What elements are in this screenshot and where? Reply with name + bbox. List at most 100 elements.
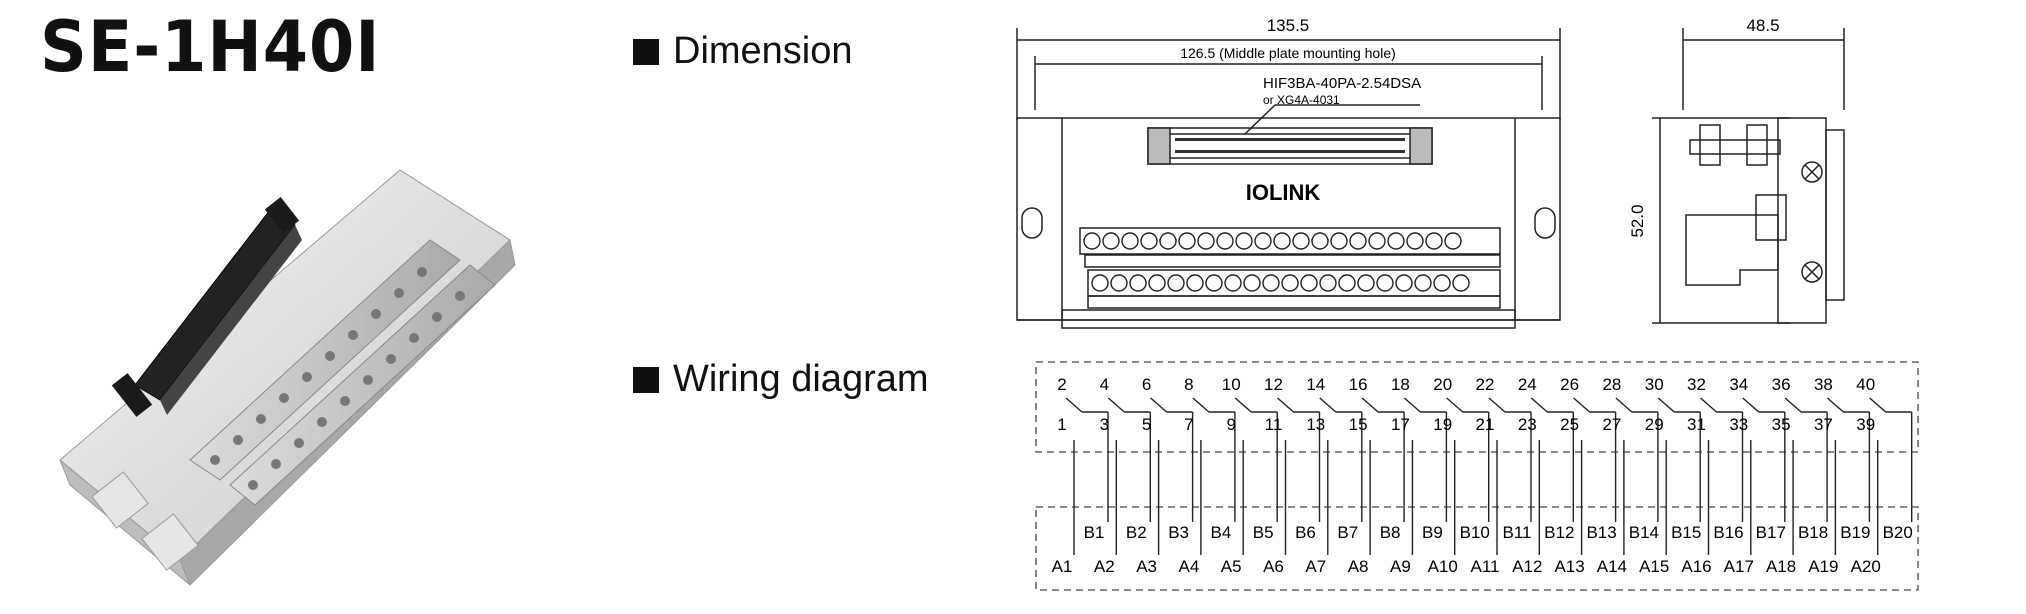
product-title: SE-1H40I [40,6,381,88]
product-photo [59,169,516,586]
terminal-label-a: A5 [1221,557,1242,576]
pin-label-odd: 17 [1391,415,1410,434]
overall-width-label: 135.5 [1267,16,1310,35]
pin-label-odd: 11 [1265,415,1283,434]
terminal-label-a: A10 [1428,557,1458,576]
pin-label-odd: 3 [1100,415,1109,434]
terminal-label-a: A4 [1179,557,1200,576]
square-bullet-icon [633,366,659,393]
pin-label-even: 16 [1349,375,1368,394]
pin-label-odd: 37 [1814,415,1833,434]
pin-label-odd: 1 [1057,415,1066,434]
pin-label-even: 2 [1057,375,1066,394]
pin-label-odd: 23 [1518,415,1537,434]
pin-label-even: 12 [1264,375,1283,394]
wiring-heading: Wiring diagram [633,358,929,401]
terminal-label-a: A6 [1263,557,1284,576]
terminal-label-b: B13 [1586,523,1616,542]
pin-label-odd: 35 [1772,415,1791,434]
dimension-heading: Dimension [633,30,853,73]
terminal-label-b: B14 [1629,523,1659,542]
dimension-heading-label: Dimension [673,30,853,72]
screw-row-top [1083,232,1462,250]
terminal-label-b: B5 [1253,523,1274,542]
terminal-label-a: A18 [1766,557,1796,576]
pin-label-even: 32 [1687,375,1706,394]
pin-label-even: 10 [1222,375,1241,394]
terminal-label-a: A16 [1681,557,1711,576]
pin-label-odd: 13 [1306,415,1325,434]
wiring-labels: 21B1A143B2A265B3A387B4A4109B5A51211B6A61… [1052,375,1913,576]
height-label: 52.0 [1628,204,1647,237]
pin-label-even: 38 [1814,375,1833,394]
terminal-label-b: B2 [1126,523,1147,542]
square-bullet-icon [633,38,659,65]
terminal-label-a: A3 [1136,557,1157,576]
pin-label-odd: 31 [1687,415,1706,434]
pin-label-even: 20 [1433,375,1452,394]
terminal-label-a: A11 [1471,557,1500,576]
pin-label-even: 4 [1100,375,1109,394]
terminal-label-a: A15 [1639,557,1669,576]
terminal-label-b: B12 [1544,523,1574,542]
pin-label-odd: 21 [1476,415,1495,434]
terminal-label-b: B11 [1503,523,1532,542]
pin-label-even: 30 [1645,375,1664,394]
terminal-label-b: B15 [1671,523,1701,542]
terminal-label-b: B8 [1380,523,1401,542]
terminal-label-b: B7 [1337,523,1358,542]
terminal-label-b: B20 [1883,523,1913,542]
wire-lines [1065,397,1913,555]
pin-label-even: 34 [1729,375,1748,394]
connector-part-label: HIF3BA-40PA-2.54DSA [1263,75,1421,92]
connector-pins [1175,138,1405,153]
terminal-label-a: A19 [1808,557,1838,576]
pin-label-odd: 27 [1602,415,1621,434]
terminal-label-b: B19 [1840,523,1870,542]
pin-label-even: 24 [1518,375,1537,394]
terminal-label-b: B9 [1422,523,1443,542]
pin-label-even: 40 [1856,375,1875,394]
terminal-label-b: B3 [1168,523,1189,542]
terminal-label-a: A12 [1512,557,1542,576]
pin-label-odd: 33 [1729,415,1748,434]
terminal-label-b: B1 [1084,523,1105,542]
side-view [1652,28,1845,324]
terminal-label-a: A9 [1390,557,1411,576]
terminal-label-a: A7 [1305,557,1326,576]
terminal-label-b: B17 [1756,523,1786,542]
pin-label-odd: 25 [1560,415,1579,434]
pin-label-odd: 5 [1142,415,1151,434]
terminal-label-a: A1 [1052,557,1073,576]
pin-label-odd: 9 [1226,415,1235,434]
terminal-label-a: A2 [1094,557,1115,576]
terminal-label-b: B10 [1460,523,1490,542]
connector-alt-label: or XG4A-4031 [1263,93,1340,107]
terminal-label-a: A14 [1597,557,1627,576]
pin-label-even: 18 [1391,375,1410,394]
pin-label-even: 6 [1142,375,1151,394]
pin-label-even: 8 [1184,375,1193,394]
pin-label-even: 36 [1772,375,1791,394]
brand-logo: IOLINK [1246,180,1321,205]
side-width-label: 48.5 [1746,16,1779,35]
terminal-label-b: B4 [1211,523,1232,542]
terminal-label-a: A8 [1348,557,1369,576]
wiring-heading-label: Wiring diagram [673,358,929,400]
pin-label-odd: 29 [1645,415,1664,434]
terminal-label-a: A17 [1724,557,1754,576]
terminal-label-b: B16 [1713,523,1743,542]
pin-label-even: 14 [1306,375,1325,394]
wiring-frames [1035,361,1919,591]
screw-row-bottom [1091,274,1470,292]
mount-width-label: 126.5 (Middle plate mounting hole) [1180,45,1396,61]
pin-label-odd: 7 [1184,415,1193,434]
terminal-label-b: B6 [1295,523,1316,542]
terminal-label-a: A13 [1554,557,1584,576]
pin-label-even: 22 [1476,375,1495,394]
pin-label-even: 26 [1560,375,1579,394]
pin-label-odd: 19 [1433,415,1452,434]
pin-label-even: 28 [1602,375,1621,394]
terminal-label-a: A20 [1851,557,1881,576]
